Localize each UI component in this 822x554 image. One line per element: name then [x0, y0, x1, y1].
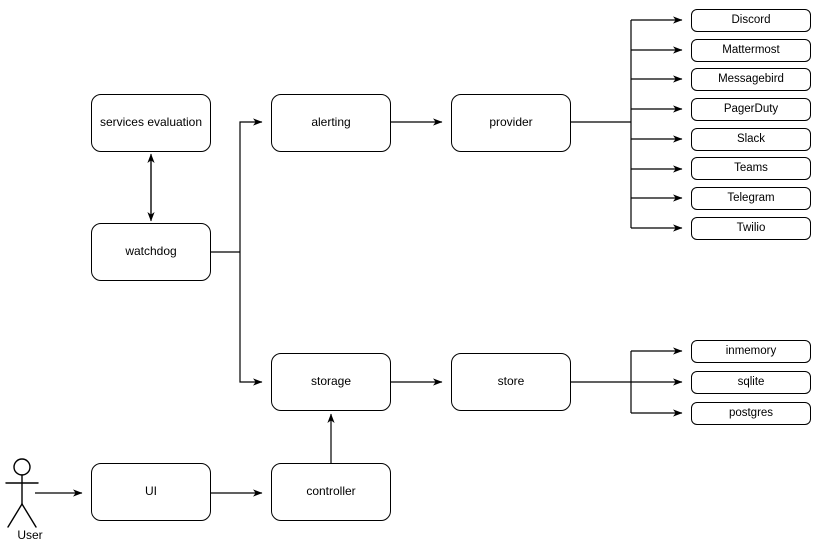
- node-store-inmemory[interactable]: inmemory: [691, 340, 811, 363]
- node-storage-label: storage: [310, 374, 352, 389]
- node-provider[interactable]: provider: [451, 94, 571, 152]
- node-watchdog[interactable]: watchdog: [91, 223, 211, 281]
- node-provider-teams[interactable]: Teams: [691, 157, 811, 180]
- node-store-sqlite-label: sqlite: [737, 375, 765, 388]
- node-provider-pagerduty-label: PagerDuty: [723, 102, 779, 115]
- node-alerting[interactable]: alerting: [271, 94, 391, 152]
- node-store-sqlite[interactable]: sqlite: [691, 371, 811, 394]
- node-store-label: store: [497, 374, 525, 389]
- node-provider-discord-label: Discord: [731, 13, 771, 26]
- node-controller[interactable]: controller: [271, 463, 391, 521]
- edge-store-fanout: [570, 347, 683, 417]
- node-provider-mattermost[interactable]: Mattermost: [691, 39, 811, 62]
- node-store-postgres-label: postgres: [728, 406, 774, 419]
- node-provider-slack[interactable]: Slack: [691, 128, 811, 151]
- node-store-postgres[interactable]: postgres: [691, 402, 811, 425]
- node-services-evaluation-label: services evaluation: [99, 115, 203, 130]
- actor-user-label: User: [17, 528, 43, 542]
- stick-figure-actor-icon: [5, 458, 39, 528]
- node-provider-label: provider: [489, 115, 533, 130]
- node-controller-label: controller: [306, 484, 356, 499]
- edge-provider-fanout: [570, 16, 683, 232]
- edge-watchdog-trunk: [211, 118, 263, 386]
- node-provider-teams-label: Teams: [734, 161, 768, 174]
- node-provider-mattermost-label: Mattermost: [722, 43, 780, 56]
- node-services-evaluation[interactable]: services evaluation: [91, 94, 211, 152]
- node-provider-messagebird-label: Messagebird: [718, 72, 784, 85]
- node-provider-messagebird[interactable]: Messagebird: [691, 68, 811, 91]
- node-ui-label: UI: [145, 484, 157, 499]
- node-provider-twilio-label: Twilio: [736, 221, 766, 234]
- node-provider-slack-label: Slack: [736, 132, 766, 145]
- node-ui[interactable]: UI: [91, 463, 211, 521]
- node-provider-twilio[interactable]: Twilio: [691, 217, 811, 240]
- node-provider-telegram[interactable]: Telegram: [691, 187, 811, 210]
- node-watchdog-label: watchdog: [125, 244, 177, 259]
- node-provider-pagerduty[interactable]: PagerDuty: [691, 98, 811, 121]
- node-storage[interactable]: storage: [271, 353, 391, 411]
- node-alerting-label: alerting: [311, 115, 351, 130]
- node-store-inmemory-label: inmemory: [725, 344, 777, 357]
- node-provider-discord[interactable]: Discord: [691, 9, 811, 32]
- node-store[interactable]: store: [451, 353, 571, 411]
- node-provider-telegram-label: Telegram: [727, 191, 775, 204]
